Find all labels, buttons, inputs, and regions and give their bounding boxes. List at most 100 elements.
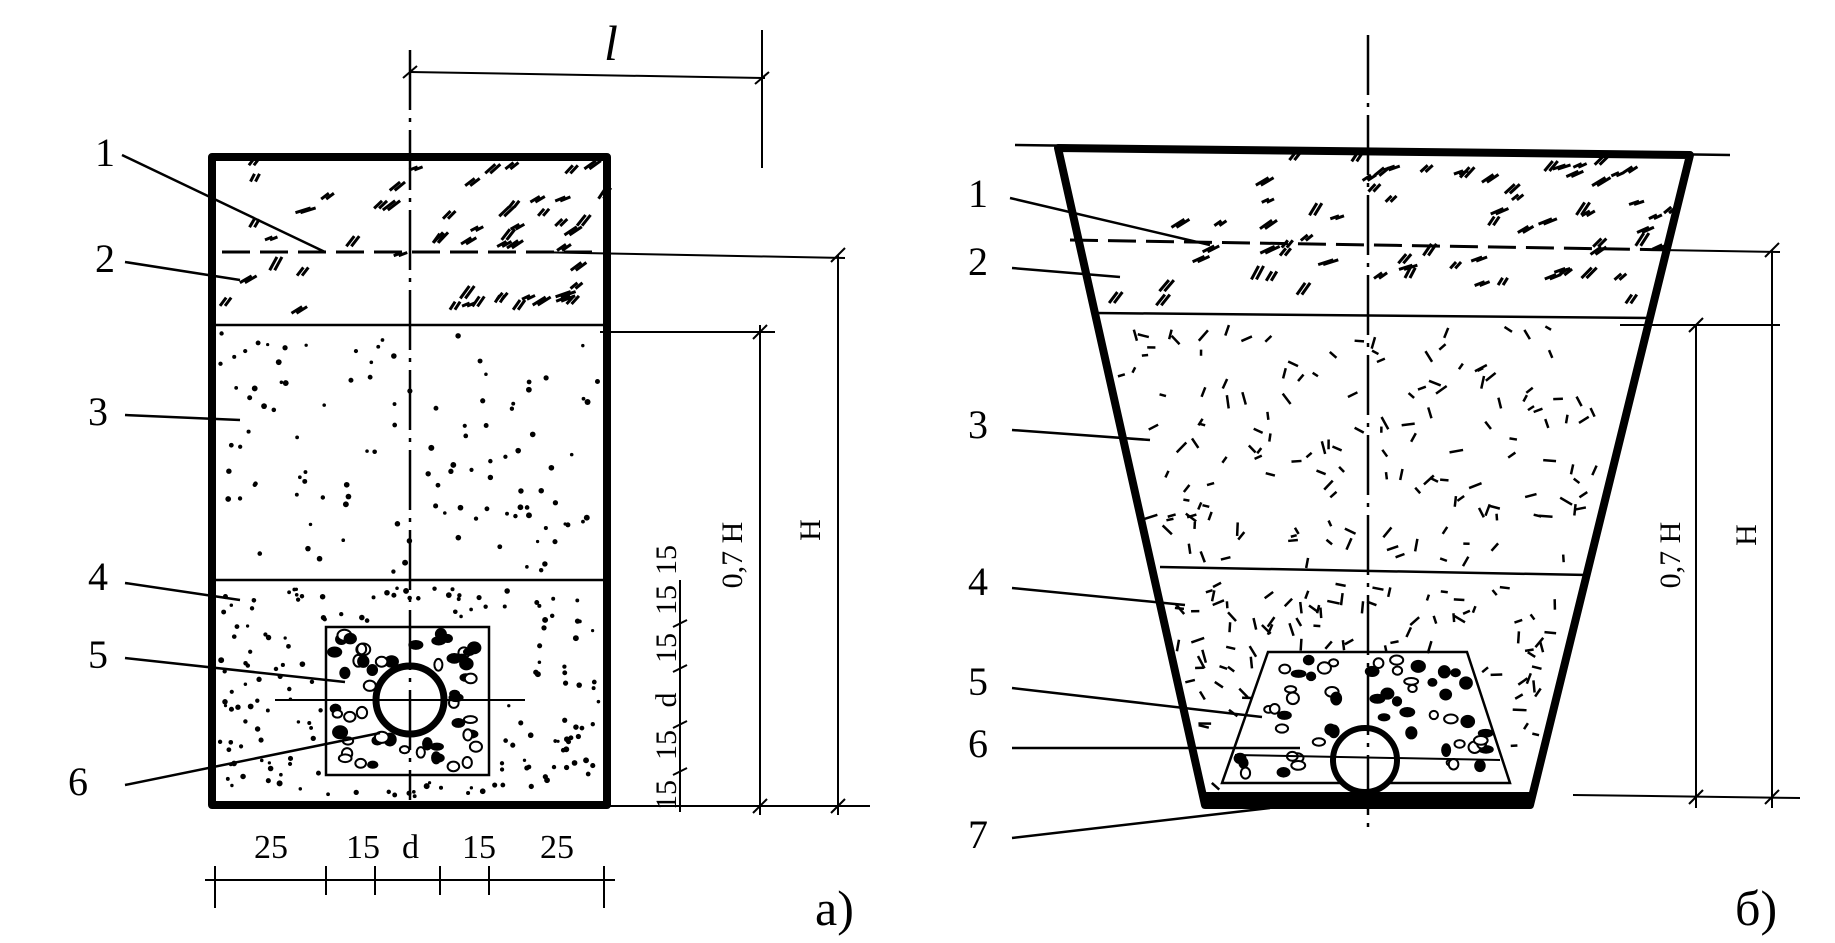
- soil-stroke: [1468, 482, 1482, 490]
- topsoil-stroke: [1170, 218, 1186, 229]
- trench-b-water-level: [1069, 238, 1676, 252]
- sand-dot: [294, 492, 299, 497]
- topsoil-stroke: [496, 240, 508, 248]
- sand-dot: [590, 763, 596, 769]
- gravel-stone: [1311, 737, 1327, 747]
- gravel-stone: [343, 632, 357, 645]
- sand-dot: [525, 565, 529, 569]
- gravel-stone: [429, 742, 444, 751]
- sand-dot: [320, 495, 326, 500]
- topsoil-stroke: [1384, 194, 1393, 203]
- sand-dot: [261, 403, 267, 410]
- sand-dot: [386, 789, 391, 795]
- topsoil-stroke: [1565, 169, 1579, 178]
- gravel-stone: [1399, 706, 1416, 718]
- gravel-stone: [366, 664, 379, 676]
- topsoil-stroke: [290, 305, 303, 315]
- label-a-1: 1: [95, 130, 115, 175]
- gravel-stone: [1447, 757, 1460, 771]
- sand-dot: [251, 385, 258, 392]
- topsoil-stroke: [268, 256, 279, 271]
- gravel-stone: [327, 646, 343, 658]
- soil-stroke: [1457, 362, 1464, 370]
- sand-dot: [299, 593, 305, 599]
- sand-dot: [273, 666, 279, 672]
- topsoil-stroke: [554, 217, 564, 228]
- soil-stroke: [1471, 605, 1477, 614]
- topsoil-stroke: [1378, 166, 1391, 177]
- topsoil-stroke: [564, 164, 574, 175]
- topsoil-stroke: [1155, 293, 1167, 307]
- leader-b-7: [1011, 806, 1271, 840]
- gravel-stone: [1290, 760, 1307, 771]
- sand-dot: [473, 516, 479, 521]
- sand-dot: [367, 374, 373, 380]
- sand-dot: [305, 545, 311, 552]
- gravel-stone: [408, 640, 424, 650]
- height-b-extension-top: [1659, 249, 1781, 253]
- sand-dot: [526, 386, 532, 393]
- topsoil-stroke: [531, 295, 547, 307]
- topsoil-stroke: [325, 192, 335, 201]
- topsoil-stroke: [1175, 218, 1191, 229]
- sand-dot: [569, 452, 574, 457]
- soil-stroke: [1514, 693, 1524, 700]
- soil-stroke: [1219, 665, 1228, 671]
- topsoil-stroke: [1191, 255, 1206, 264]
- sand-dot: [225, 776, 230, 781]
- soil-stroke: [1266, 623, 1274, 636]
- soil-stroke: [1290, 533, 1298, 538]
- caption-b: б): [1735, 880, 1777, 936]
- soil-stroke: [1438, 343, 1447, 351]
- sand-dot: [243, 661, 248, 666]
- topsoil-stroke: [1259, 245, 1276, 255]
- soil-stroke: [1572, 477, 1581, 485]
- sand-dot: [507, 704, 511, 708]
- topsoil-stroke: [559, 195, 571, 203]
- soil-stroke: [1589, 407, 1596, 418]
- sand-dot: [322, 617, 327, 622]
- gravel-stone: [1443, 713, 1459, 725]
- topsoil-stroke: [1503, 183, 1516, 195]
- soil-stroke: [1456, 494, 1465, 502]
- sand-dot: [529, 431, 536, 438]
- gravel-stone: [374, 655, 389, 668]
- topsoil-stroke: [1495, 207, 1510, 216]
- sand-dot: [596, 699, 601, 704]
- sand-dot: [295, 597, 301, 602]
- sand-dot: [573, 724, 579, 730]
- gravel-stone: [355, 705, 369, 720]
- sand-dot: [295, 435, 299, 440]
- sand-dot: [319, 593, 326, 600]
- sand-dot: [318, 708, 323, 713]
- sand-dot: [518, 720, 524, 726]
- topsoil-stroke: [393, 180, 407, 192]
- sand-dot: [522, 758, 527, 762]
- gravel-stone: [1276, 767, 1291, 778]
- soil-stroke: [1575, 396, 1583, 407]
- sand-dot: [576, 682, 582, 688]
- sand-dot: [282, 380, 289, 387]
- soil-stroke: [1252, 617, 1258, 630]
- topsoil-stroke: [1403, 263, 1418, 271]
- soil-stroke: [1316, 469, 1327, 476]
- sand-dot: [568, 735, 574, 741]
- topsoil-stroke: [498, 294, 506, 304]
- soil-stroke: [1522, 722, 1529, 730]
- soil-stroke: [1238, 687, 1249, 699]
- soil-stroke: [1295, 617, 1303, 627]
- gravel-stone: [1405, 726, 1418, 740]
- soil-stroke: [1547, 349, 1554, 359]
- soil-stroke: [1522, 394, 1528, 403]
- sand-dot: [280, 662, 285, 668]
- sand-dot: [503, 454, 508, 459]
- gravel-stone: [1407, 683, 1418, 694]
- gravel-stone: [1410, 659, 1426, 673]
- topsoil-stroke: [248, 218, 256, 229]
- topsoil-stroke: [509, 222, 521, 231]
- soil-stroke: [1202, 503, 1210, 509]
- soil-stroke: [1324, 640, 1333, 650]
- soil-stroke: [1338, 465, 1345, 473]
- sand-dot: [538, 567, 544, 573]
- soil-stroke: [1164, 470, 1170, 478]
